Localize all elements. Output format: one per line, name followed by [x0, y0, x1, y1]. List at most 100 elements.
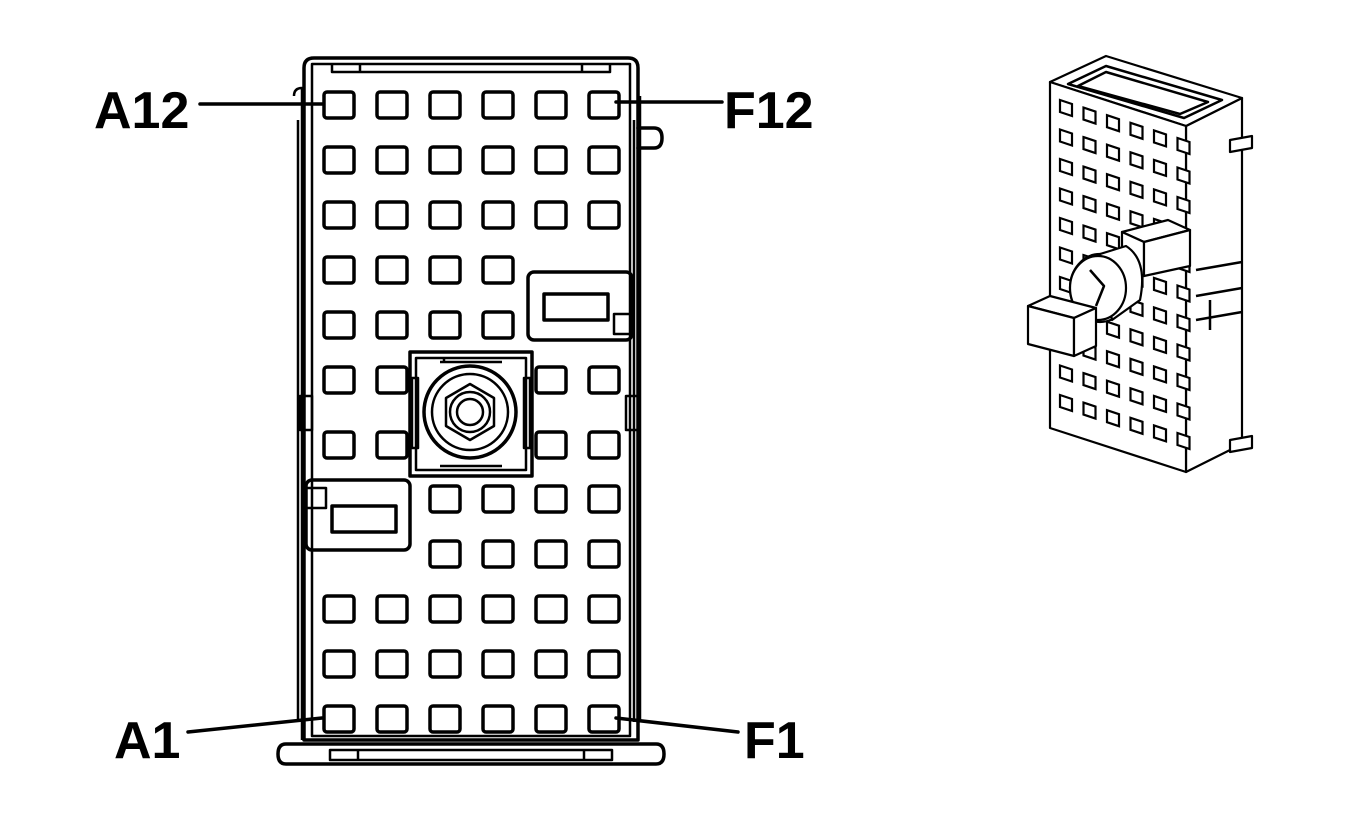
left-rail	[292, 86, 304, 740]
leader-f1	[614, 716, 740, 734]
bottom-latch	[328, 748, 614, 762]
iso-cavity	[1058, 245, 1074, 266]
iso-cavity	[1129, 150, 1144, 170]
connector-face-view: A12 F12 A1 F1	[94, 56, 814, 770]
cavity	[375, 145, 409, 175]
cavity	[534, 539, 568, 569]
iso-cavity	[1105, 408, 1121, 428]
cavity	[428, 145, 462, 175]
cavity	[322, 594, 356, 624]
leader-a1	[186, 716, 324, 734]
iso-cavity	[1082, 194, 1097, 214]
cavity	[428, 594, 462, 624]
callout-f12: F12	[724, 82, 814, 140]
iso-cavity	[1105, 113, 1121, 133]
iso-cavity	[1152, 335, 1168, 355]
iso-cavity	[1082, 165, 1097, 185]
iso-cavity	[1129, 327, 1144, 347]
cavity	[375, 310, 409, 340]
tpa-tab-upper	[526, 270, 634, 342]
iso-cavity	[1152, 276, 1168, 296]
cavity	[587, 539, 621, 569]
cavity	[322, 145, 356, 175]
iso-cavity	[1105, 143, 1121, 163]
iso-cavity	[1176, 195, 1191, 215]
top-latch	[330, 64, 612, 74]
bottom-flange	[276, 742, 666, 766]
iso-cavity	[1105, 349, 1121, 369]
cavity	[481, 255, 515, 285]
iso-cavity	[1176, 283, 1191, 304]
callout-a1: A1	[114, 712, 180, 770]
iso-cavity	[1129, 180, 1144, 200]
cavity	[322, 365, 356, 395]
housing-outline	[302, 56, 640, 742]
cavity	[587, 594, 621, 624]
tpa-catch-upper	[612, 312, 634, 336]
iso-cavity	[1082, 401, 1097, 421]
connector-isometric-view	[1026, 54, 1254, 474]
tpa-tab-lower	[304, 478, 412, 552]
cavity	[481, 200, 515, 230]
cavity	[481, 484, 515, 514]
cavity	[587, 484, 621, 514]
cavity	[322, 310, 356, 340]
cavity	[481, 704, 515, 734]
iso-cavity	[1152, 394, 1168, 414]
iso-cavity	[1176, 136, 1191, 156]
cavity	[428, 90, 462, 120]
iso-cavity	[1105, 202, 1121, 222]
cavity	[428, 310, 462, 340]
callout-f1: F1	[744, 712, 805, 770]
iso-cavity	[1082, 224, 1097, 244]
cavity	[587, 649, 621, 679]
tpa-catch-lower	[304, 486, 328, 510]
cavity	[534, 200, 568, 230]
cavity-grid	[322, 90, 621, 734]
cavity	[428, 484, 462, 514]
iso-cavity	[1105, 320, 1121, 340]
iso-cavity	[1176, 431, 1191, 451]
cavity	[587, 365, 621, 395]
cavity	[428, 200, 462, 230]
iso-cavity	[1129, 121, 1144, 141]
cavity	[375, 255, 409, 285]
bolt-outer-ring	[422, 364, 518, 460]
cavity	[322, 704, 356, 734]
iso-cavity	[1152, 364, 1168, 384]
iso-cavity	[1176, 342, 1191, 363]
center-bolt-housing	[408, 350, 534, 478]
iso-cavity	[1129, 357, 1144, 377]
iso-cavity	[1058, 127, 1074, 148]
cavity	[534, 704, 568, 734]
cavity	[375, 430, 409, 460]
iso-cavity	[1152, 128, 1168, 148]
cavity	[534, 365, 568, 395]
iso-cavity	[1176, 372, 1191, 392]
cavity	[481, 145, 515, 175]
callout-a12: A12	[94, 82, 189, 140]
iso-cavity	[1176, 401, 1191, 422]
housing-inner-wall	[310, 62, 632, 738]
iso-cavity	[1058, 216, 1074, 236]
iso-cavity	[1152, 305, 1168, 325]
right-side-lock	[624, 394, 640, 432]
cavity	[534, 484, 568, 514]
cavity	[587, 704, 621, 734]
left-side-lock	[298, 394, 314, 432]
iso-cavity	[1152, 158, 1168, 178]
iso-cavity	[1176, 313, 1191, 333]
iso-cavity	[1152, 187, 1168, 207]
cavity	[587, 90, 621, 120]
cavity	[375, 365, 409, 395]
cavity	[428, 704, 462, 734]
iso-cavity	[1058, 363, 1074, 384]
cavity	[322, 90, 356, 120]
cavity	[587, 200, 621, 230]
iso-cavity	[1082, 106, 1097, 126]
iso-cavity	[1105, 379, 1121, 399]
cavity	[534, 430, 568, 460]
iso-cavity	[1105, 172, 1121, 192]
iso-side-face	[1184, 96, 1244, 474]
cavity	[428, 649, 462, 679]
